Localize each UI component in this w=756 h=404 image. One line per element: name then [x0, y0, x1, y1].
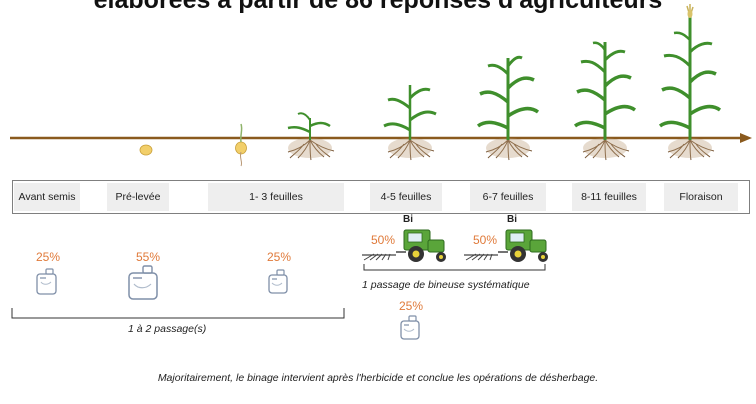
growth-timeline [10, 4, 752, 167]
bineuse-pct-6-7: 50% [473, 233, 498, 247]
stage-floraison: Floraison [664, 183, 738, 211]
stage-pre-levee: Pré-levée [107, 183, 169, 211]
stage-avant-semis: Avant semis [14, 183, 80, 211]
herbicide-pct-extra: 25% [399, 299, 424, 313]
herbicide-pct-avant-semis: 25% [36, 250, 61, 264]
jerrycan-icon [400, 315, 420, 340]
maize-plant-icon [658, 4, 722, 161]
maize-plant-icon [383, 85, 437, 161]
tractor-icon [464, 229, 548, 262]
tractor-icon [362, 229, 446, 262]
stage-1-3-feuilles: 1- 3 feuilles [208, 183, 344, 211]
seed-icon [139, 144, 153, 156]
bineuse-label: Bi [507, 214, 517, 225]
timeline-arrow-head [740, 133, 752, 143]
stage-4-5-feuilles: 4-5 feuilles [370, 183, 442, 211]
jerrycan-icon [36, 268, 57, 295]
bineuse-note: 1 passage de bineuse systématique [362, 279, 530, 291]
jerrycan-icon [268, 269, 288, 294]
maize-plant-icon [476, 55, 540, 161]
footer-note: Majoritairement, le binage intervient ap… [157, 372, 599, 384]
stage-8-11-feuilles: 8-11 feuilles [572, 183, 646, 211]
herbicide-pct-pre-levee: 55% [136, 250, 161, 264]
bineuse-label: Bi [403, 214, 413, 225]
herbicide-note: 1 à 2 passage(s) [128, 323, 207, 335]
stage-6-7-feuilles: 6-7 feuilles [470, 183, 546, 211]
page-title: élaborées à partir de 86 réponses d'agri… [93, 0, 663, 14]
maize-plant-icon [573, 41, 637, 161]
seed-icon [235, 123, 247, 167]
bineuse-pct-4-5: 50% [371, 233, 396, 247]
jerrycan-icon [128, 265, 158, 300]
herbicide-pct-1-3-feuilles: 25% [267, 250, 292, 264]
maize-plant-icon [287, 112, 335, 161]
